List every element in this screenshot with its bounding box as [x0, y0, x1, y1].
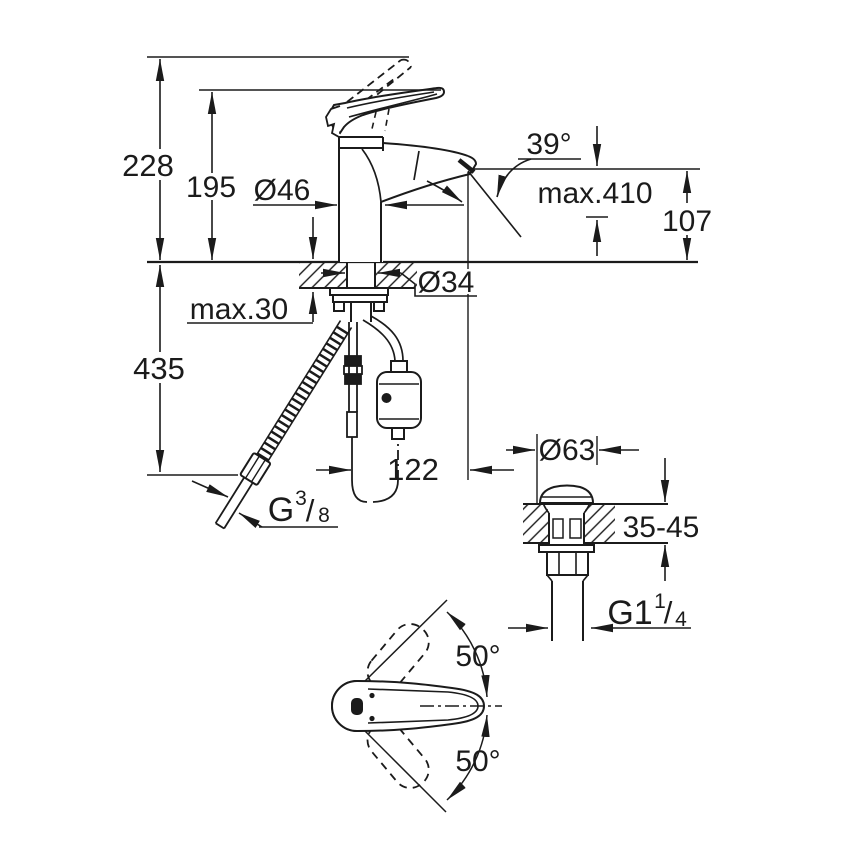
drain-detail [523, 484, 668, 641]
label-base-diameter: Ø46 [254, 174, 311, 207]
mounting-bolt-left [333, 301, 345, 312]
drain-flange [538, 544, 595, 553]
drain-cap-dome [538, 484, 595, 504]
label-hose-length: 435 [133, 351, 185, 386]
drain-nut [546, 551, 589, 576]
valve-port-dot [381, 393, 392, 403]
hidden-cartridge-lines [370, 108, 390, 134]
label-max-depth: max.410 [537, 177, 652, 210]
counter-hatch-right [375, 263, 418, 287]
leader-39 [496, 158, 532, 198]
leader-dia34 [400, 272, 477, 297]
mounting-washer-1 [329, 287, 389, 296]
handle-swivel-down-dashed [366, 721, 430, 789]
hose-thread-end [215, 522, 225, 530]
drain-counter-hatch-left [523, 505, 548, 542]
valve-hose-left [362, 319, 396, 362]
label-body-height: 195 [186, 171, 236, 204]
check-valve [376, 360, 422, 440]
spout-fill [381, 143, 476, 202]
handle-swivel-up-dashed [366, 623, 430, 691]
supply-hose [214, 320, 353, 530]
svg-text:/: / [306, 493, 315, 528]
label-swivel-down: 50° [455, 745, 500, 778]
svg-text:4: 4 [675, 608, 687, 631]
label-spout-height: 107 [662, 205, 712, 238]
lever-handle [329, 86, 446, 135]
faucet-side-view [325, 58, 478, 262]
spout-tip-face [467, 155, 478, 175]
drain-thread-relief-1 [552, 518, 564, 539]
label-swivel-up: 50° [455, 640, 500, 673]
angle-leg-up [361, 599, 448, 685]
counter-hatch-left [299, 263, 347, 287]
drain-thread-relief-2 [569, 518, 582, 539]
label-deck-max: max.30 [190, 293, 288, 326]
aerator [457, 158, 476, 174]
angle-arc-up [446, 611, 490, 698]
angle-leg-down [361, 727, 447, 813]
drain-counter-hatch-right [585, 505, 615, 542]
spout-underside [380, 173, 471, 203]
svg-text:3: 3 [295, 487, 307, 510]
valve-hose-right [370, 315, 404, 362]
screw-dot-bottom [369, 715, 375, 722]
dimension-labels: 228 195 Ø46 39° max.410 107 max.30 Ø34 4… [116, 128, 713, 778]
mounting-washer-2 [332, 294, 388, 303]
lever-front-nub [325, 105, 341, 138]
label-spray-angle: 39° [526, 128, 571, 161]
spout-top-edge [382, 142, 469, 157]
svg-text:G: G [268, 491, 294, 529]
under-counter-assembly [214, 287, 422, 530]
label-drain-deck-range: 35-45 [623, 511, 700, 544]
body-spout-fillet [361, 148, 382, 203]
svg-text:8: 8 [318, 504, 330, 527]
svg-text:G1: G1 [607, 594, 652, 632]
cartridge-slot [351, 698, 363, 715]
pop-up-pull-rod [343, 322, 399, 503]
stream-arrow [426, 180, 463, 203]
screw-dot-top [369, 692, 375, 699]
label-hose-thread: G 3 / 8 [268, 487, 330, 529]
label-overall-height: 228 [122, 148, 174, 183]
handle-top-view [331, 599, 502, 813]
hose-braid [256, 325, 348, 463]
label-drain-thread: G1 1 / 4 [607, 590, 687, 632]
svg-text:1: 1 [654, 590, 666, 613]
spray-angle-line [467, 170, 522, 238]
label-shank-diameter: Ø34 [418, 266, 475, 299]
angle-arc-down [446, 714, 490, 801]
svg-text:/: / [664, 595, 673, 630]
label-rod-offset: 122 [387, 452, 439, 487]
spout-seam [413, 150, 420, 181]
hose-nut [239, 452, 271, 486]
mounting-bolt-right [373, 301, 385, 312]
label-drain-cap-diameter: Ø63 [539, 434, 596, 467]
